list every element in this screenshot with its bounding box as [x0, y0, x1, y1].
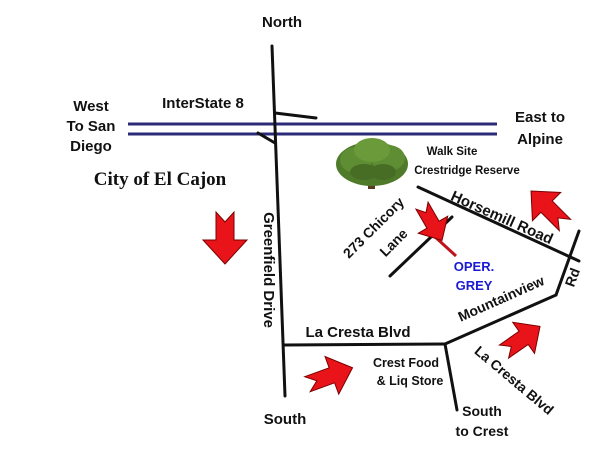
direction-arrow-icon: [414, 200, 449, 241]
city-label: City of El Cajon: [94, 169, 227, 190]
crest-food-label: & Liq Store: [377, 374, 444, 388]
direction-arrow-icon: [498, 321, 541, 360]
crest-food-label: Crest Food: [373, 356, 439, 370]
la-cresta-blvd-label: La Cresta Blvd: [305, 324, 410, 341]
ramp-south: [256, 131, 277, 145]
east-label: East to: [515, 109, 565, 126]
mountainview-road: [443, 293, 558, 346]
oper-grey-label: GREY: [456, 278, 493, 293]
horsemill-road: [416, 185, 581, 263]
south-label: South: [264, 411, 307, 428]
west-label: West: [73, 98, 109, 115]
la-cresta-blvd-road: [283, 342, 447, 347]
west-label: To San: [67, 118, 116, 135]
south-to-crest-label: South: [462, 403, 502, 419]
walk-site-label: Crestridge Reserve: [414, 165, 519, 177]
interstate-8-highway: [128, 122, 497, 136]
direction-arrow-icon: [530, 190, 572, 232]
interstate-label: InterState 8: [162, 95, 244, 112]
tree-icon: [336, 138, 408, 189]
walk-site-label: Walk Site: [427, 146, 478, 158]
ramp-north: [273, 111, 318, 120]
west-label: Diego: [70, 138, 112, 155]
rd-label: Rd: [562, 266, 583, 289]
mountainview-road-cont: [554, 229, 581, 297]
east-label: Alpine: [517, 131, 563, 148]
direction-arrow-icon: [201, 210, 249, 265]
greenfield-drive-road: [270, 44, 287, 398]
direction-arrow-icon: [303, 355, 354, 396]
north-label: North: [262, 14, 302, 31]
greenfield-drive-label: Greenfield Drive: [260, 212, 277, 328]
la-cresta-blvd-diagonal-road: [443, 342, 459, 412]
oper-grey-label: OPER.: [454, 259, 494, 274]
south-to-crest-label: to Crest: [456, 423, 509, 439]
